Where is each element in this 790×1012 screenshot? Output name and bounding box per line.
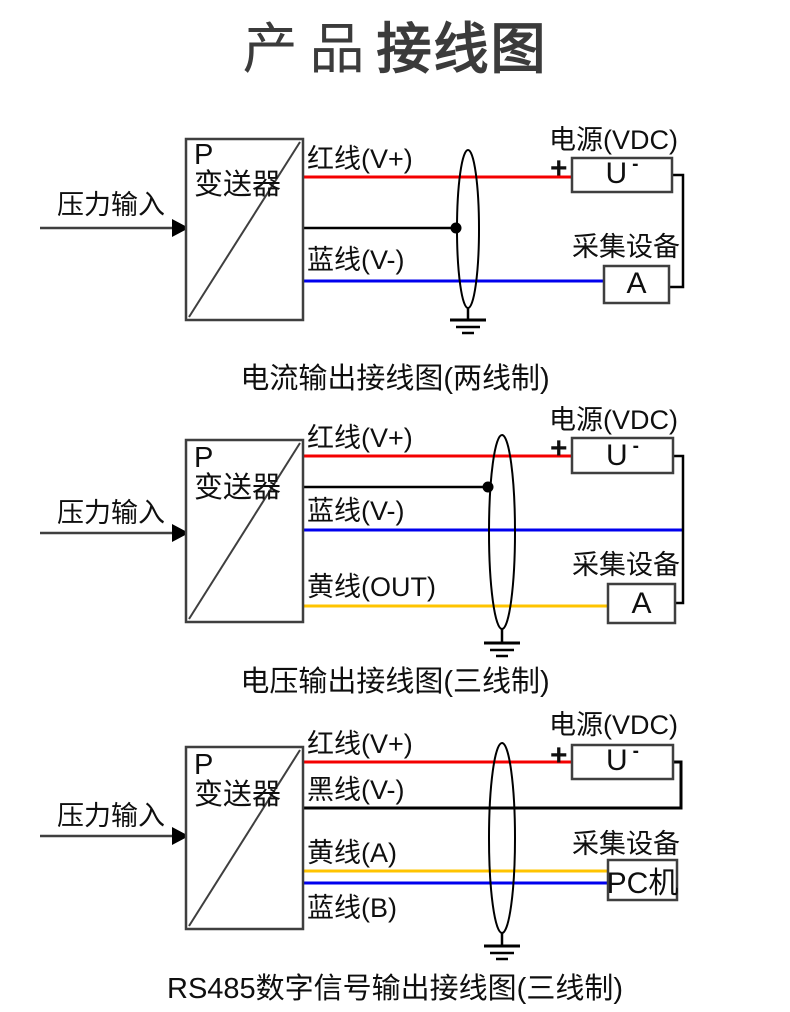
input-arrowhead (172, 524, 189, 542)
collector-box-label: A (626, 266, 647, 300)
transmitter-diagonal (188, 141, 301, 318)
junction-dot (450, 222, 462, 234)
pressure-input-label: 压力输入 (57, 190, 165, 220)
black-wire (303, 760, 683, 810)
blue-wire-label: 蓝线(B) (307, 893, 397, 923)
diagram-caption: 电压输出接线图(三线制) (240, 666, 550, 698)
diagram-current-output (40, 137, 685, 335)
page-title-emphasis: 接线图 (376, 18, 548, 80)
page-title: 产品接线图 (0, 4, 790, 84)
diagram-voltage-output (40, 434, 685, 658)
plus-terminal: + (550, 432, 568, 465)
red-wire-label: 红线(V+) (307, 144, 413, 174)
collector-box-label: A (631, 586, 652, 620)
supply-to-collector-link (673, 454, 685, 605)
red-wire-label: 红线(V+) (307, 729, 413, 759)
collector-box (602, 264, 671, 305)
transmitter-name: 变送器 (194, 778, 282, 811)
yellow-wire-label: 黄线(A) (307, 838, 397, 868)
minus-terminal: - (632, 741, 639, 762)
power-supply-label: 电源(VDC) (549, 710, 678, 740)
power-supply-label: 电源(VDC) (549, 125, 678, 155)
page-title-prefix: 产品 (242, 18, 377, 80)
junction-dot (482, 481, 494, 493)
power-supply-box-label: U- (572, 741, 673, 778)
collector-box (606, 858, 679, 902)
cable-shield-ellipse (488, 742, 516, 934)
input-arrowhead (172, 219, 189, 237)
diagram-caption: 电流输出接线图(两线制) (240, 363, 550, 395)
power-unit: U (605, 157, 628, 190)
black-wire-label: 黑线(V-) (307, 775, 405, 805)
transmitter-symbol: P (194, 139, 214, 171)
transmitter-diagonal (188, 442, 301, 620)
transmitter-name: 变送器 (194, 471, 282, 504)
power-supply-box (570, 743, 675, 781)
diagram-caption: RS485数字信号输出接线图(三线制) (167, 973, 623, 1005)
transmitter-symbol: P (194, 749, 214, 781)
diagram-rs485-output (40, 742, 683, 961)
power-unit: U (606, 744, 628, 777)
minus-terminal: - (632, 435, 639, 457)
transmitter-label: P 变送器 (194, 139, 282, 201)
collector-box-label: PC机 (606, 867, 679, 900)
blue-wire-label: 蓝线(V-) (307, 496, 405, 526)
input-arrowhead (172, 827, 189, 845)
collector-box (606, 582, 677, 625)
cable-shield-ellipse (488, 434, 516, 630)
transmitter-label: P 变送器 (194, 749, 282, 811)
plus-terminal: + (550, 152, 568, 185)
supply-to-collector-link (670, 173, 685, 289)
minus-terminal: - (632, 154, 639, 175)
power-supply-box-label: U- (572, 154, 672, 191)
transmitter-diagonal (188, 749, 301, 927)
pressure-input-label: 压力输入 (57, 801, 165, 831)
transmitter-label: P 变送器 (194, 442, 282, 504)
collector-label: 采集设备 (572, 232, 680, 262)
blue-wire-label: 蓝线(V-) (307, 245, 405, 275)
plus-terminal: + (550, 739, 568, 772)
transmitter-name: 变送器 (194, 168, 282, 201)
collector-label: 采集设备 (572, 550, 680, 580)
power-supply-box (570, 156, 674, 194)
collector-label: 采集设备 (572, 829, 680, 859)
pressure-input-label: 压力输入 (57, 498, 165, 528)
power-supply-box (570, 436, 675, 475)
power-supply-box-label: U- (572, 435, 673, 473)
power-unit: U (606, 438, 628, 472)
transmitter-symbol: P (194, 442, 214, 474)
red-wire-label: 红线(V+) (307, 423, 413, 453)
power-supply-label: 电源(VDC) (549, 405, 678, 435)
yellow-wire-label: 黄线(OUT) (307, 572, 436, 602)
